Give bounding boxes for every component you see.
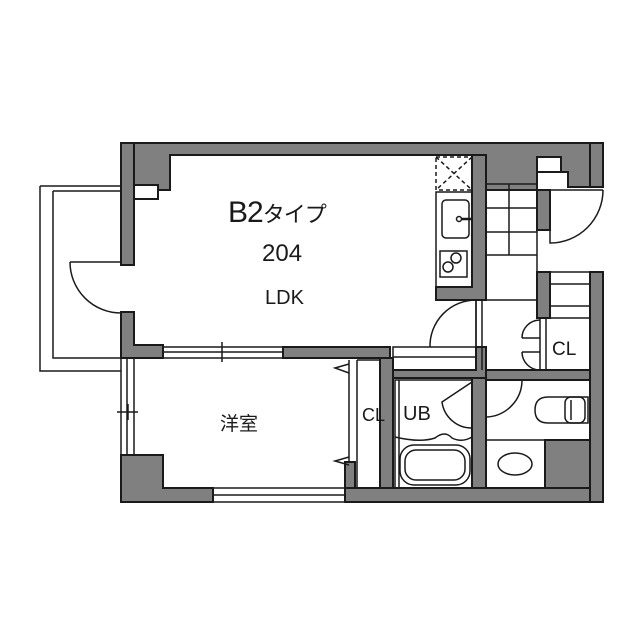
toilet-room: [485, 379, 591, 489]
wall-cl2-left: [536, 271, 551, 319]
unit-type-label: B2タイプ: [228, 196, 327, 229]
wall-left-lower: [120, 454, 214, 503]
toilet-bowl: [534, 396, 589, 424]
entrance-floor: [485, 183, 538, 301]
bedroom-window-bottom: [213, 487, 345, 503]
wall-ldk-bottom: [282, 346, 391, 359]
balcony: [39, 185, 121, 372]
bathtub-edge: [394, 433, 473, 441]
wall-bottom: [344, 487, 604, 503]
unit-bath: [394, 379, 473, 489]
unit-number-label: 204: [262, 240, 303, 267]
wall-top: [121, 142, 604, 191]
wall-stair-right: [536, 189, 551, 231]
unit-type: B2: [228, 196, 264, 229]
unit-type-suffix: タイプ: [262, 203, 327, 228]
wall-right: [589, 271, 604, 503]
toilet-tank: [564, 396, 586, 424]
balcony-door-swing: [69, 261, 122, 314]
hall-closet-door: [521, 319, 541, 371]
room-label-hall-closet: CL: [552, 339, 577, 360]
fridge-space: [435, 156, 473, 191]
hall-closet: [539, 317, 591, 371]
hall-shelf: [392, 346, 477, 371]
room-label-ldk: LDK: [265, 287, 304, 309]
ldk-door-swing: [429, 299, 477, 348]
wall-bath-right: [471, 377, 487, 489]
wall-closet-bottom: [344, 461, 356, 489]
washbasin: [497, 452, 533, 476]
room-label-unit-bath: UB: [403, 403, 431, 425]
entrance-tiles: [486, 184, 537, 256]
shaft-box-right: [536, 156, 562, 173]
bedroom-closet: [348, 359, 381, 488]
shaft-box: [133, 184, 159, 200]
bedroom-window-left: [117, 358, 138, 455]
ldk-bedroom-sliding-door: [163, 342, 283, 362]
wall-toilet-corner: [544, 439, 591, 489]
wall-left-upper: [120, 142, 135, 266]
entry-door-swing: [549, 189, 604, 244]
wall-right-upper: [589, 142, 604, 188]
wall-left-mid: [120, 311, 164, 359]
shoe-cabinet: [549, 271, 591, 307]
room-label-bedroom-closet: CL: [362, 405, 386, 425]
toilet-room-outline: [486, 439, 546, 488]
fridge-space-cross: [435, 156, 473, 191]
bathtub-outer: [399, 444, 471, 486]
wall-kitchen: [435, 154, 487, 301]
room-label-western-room: 洋室: [220, 413, 259, 435]
faucet: [455, 215, 463, 223]
closet-door-mark-top: [332, 363, 350, 374]
toilet-door-swing: [485, 379, 523, 418]
wall-hall-partition: [392, 346, 487, 379]
bath-door-swing: [441, 381, 473, 429]
burner-1: [450, 252, 462, 264]
wall-toilet-top: [485, 369, 591, 381]
bathtub-inner: [404, 449, 466, 481]
burner-2: [442, 261, 454, 273]
kitchen-counter: [435, 191, 473, 288]
stove: [439, 250, 468, 278]
closet-door-mark-bottom: [332, 456, 350, 466]
